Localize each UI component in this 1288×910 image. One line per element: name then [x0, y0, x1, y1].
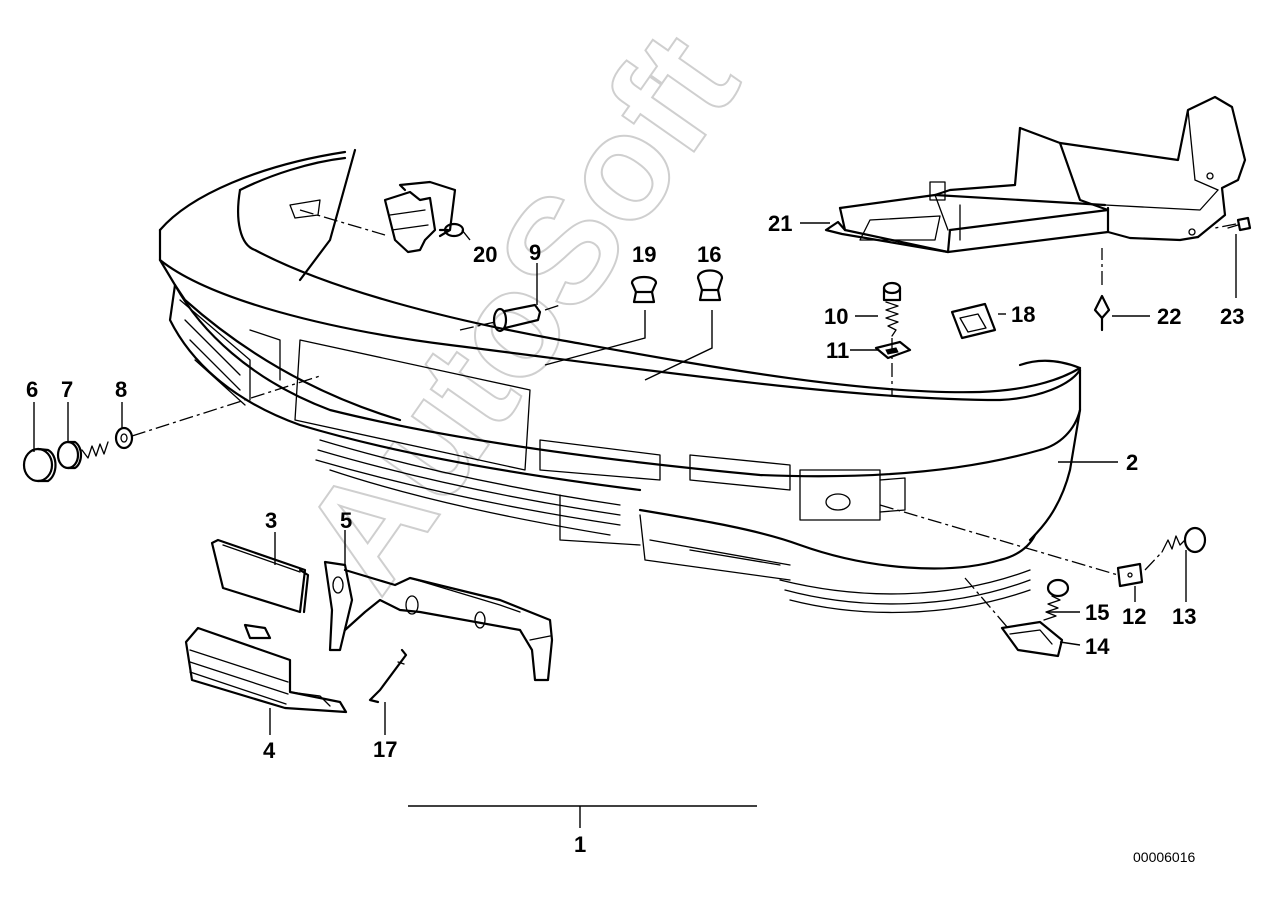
callout-13: 13 — [1172, 604, 1196, 629]
bracket-21 — [824, 95, 1247, 254]
washer-8 — [114, 426, 134, 450]
callout-2: 2 — [1126, 450, 1138, 475]
cap-6 — [22, 447, 57, 483]
axis-14 — [964, 577, 1009, 629]
push-rivet-22 — [1093, 294, 1111, 332]
grille-4 — [184, 623, 348, 714]
cap-16 — [696, 269, 724, 302]
grommet-7 — [56, 440, 109, 470]
clip-18 — [950, 302, 997, 340]
leader-lines — [33, 222, 1237, 828]
clip-17 — [368, 648, 408, 704]
callout-23: 23 — [1220, 304, 1244, 329]
screw-10 — [882, 281, 902, 337]
axis-23 — [1214, 223, 1237, 229]
cap-19 — [630, 275, 658, 304]
callout-16: 16 — [697, 242, 721, 267]
callout-17: 17 — [373, 737, 397, 762]
callout-12: 12 — [1122, 604, 1146, 629]
axis-12-13 — [879, 504, 1163, 576]
callout-8: 8 — [115, 377, 127, 402]
callout-11: 11 — [826, 338, 849, 363]
callout-10: 10 — [824, 304, 848, 329]
callout-3: 3 — [265, 508, 277, 533]
bumper-cover — [158, 148, 1082, 614]
cover-3 — [210, 538, 310, 614]
screw-23 — [1227, 216, 1252, 232]
clip-nut-11 — [874, 340, 912, 360]
callout-18: 18 — [1011, 302, 1035, 327]
cover-14 — [1000, 620, 1064, 658]
callout-5: 5 — [340, 508, 352, 533]
callout-6: 6 — [26, 377, 38, 402]
callout-15: 15 — [1085, 600, 1109, 625]
callout-4: 4 — [263, 738, 276, 763]
callout-1: 1 — [574, 832, 586, 857]
plate-12 — [1116, 562, 1144, 588]
callout-22: 22 — [1157, 304, 1181, 329]
leader-19 — [544, 310, 646, 366]
screw-13 — [1161, 526, 1207, 554]
leader-20 — [461, 229, 471, 241]
clip-assembly-20 — [289, 180, 465, 254]
push-pin-9 — [459, 303, 561, 333]
callout-21: 21 — [768, 211, 792, 236]
axis-6-8 — [131, 375, 321, 437]
leader-16 — [644, 310, 713, 381]
callout-7: 7 — [61, 377, 73, 402]
screw-15 — [1043, 578, 1070, 621]
diagram-id: 00006016 — [1133, 849, 1196, 865]
callout-9: 9 — [529, 240, 541, 265]
callout-20: 20 — [473, 242, 497, 267]
callout-19: 19 — [632, 242, 656, 267]
callouts: 1 2 3 4 5 6 7 8 9 10 11 12 13 14 15 16 1… — [26, 211, 1244, 857]
callout-14: 14 — [1085, 634, 1110, 659]
